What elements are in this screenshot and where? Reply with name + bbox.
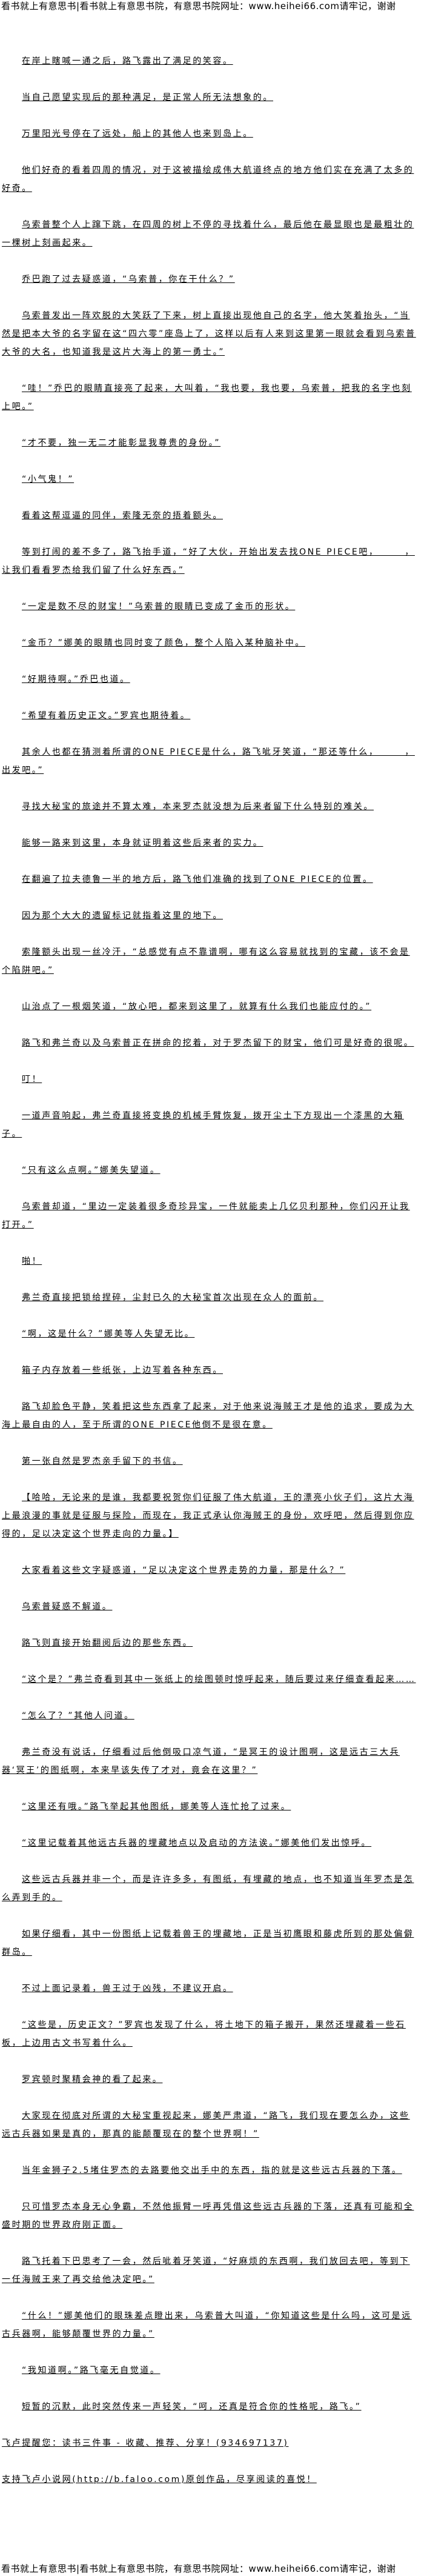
- paragraph: 乔巴跑了过去疑惑道，“乌索普，你在干什么？”: [22, 275, 235, 284]
- paragraph: 等到打闹的差不多了，路飞抬手道，“好了大伙，开始出发去找ONE PIECE吧， …: [2, 547, 415, 575]
- paragraph: 当自己愿望实现后的那种满足，是正常人所无法想象的。: [22, 93, 273, 102]
- paragraph: “小气鬼！”: [22, 475, 75, 484]
- paragraph: 山治点了一根烟笑道，“放心吧，都来到这里了，就算有什么我们也能应付的。”: [22, 1002, 372, 1012]
- paragraph: 弗兰奇直接把锁给捏碎，尘封已久的大秘宝首次出现在众人的面前。: [22, 1293, 323, 1303]
- chapter-content: 在岸上瞎喊一通之后，路飞露出了满足的笑容。当自己愿望实现后的那种满足，是正常人所…: [2, 52, 416, 2507]
- paragraph: 乌索普却道，“里边一定装着很多奇珍异宝，一件就能卖上几亿贝利那种，你们闪开让我打…: [2, 1202, 410, 1230]
- paragraph: 如果仔细看，其中一份图纸上记载着兽王的埋藏地，正是当初鹰眼和藤虎所到的那处偏僻群…: [2, 1929, 414, 1957]
- site-banner-top: 看书就上有意思书|看书就上有意思书院，有意思书院网址：www.heihei66.…: [1, 1, 396, 12]
- paragraph: 大家现在彻底对所谓的大秘宝重视起来，娜美严肃道，“路飞，我们现在要怎么办，这些远…: [2, 2111, 410, 2139]
- paragraph: 第一张自然是罗杰亲手留下的书信。: [22, 1457, 183, 1466]
- paragraph: “这些是，历史正文？”罗宾也发现了什么，将土地下的箱子搬开，果然还埋藏着一些石板…: [2, 2020, 406, 2048]
- paragraph: 不过上面记录着，兽王过于凶残，不建议开启。: [22, 1984, 233, 1994]
- paragraph: “这里还有哦。”路飞举起其他图纸，娜美等人连忙抢了过来。: [22, 1802, 291, 1812]
- paragraph: 路飞托着下巴思考了一会，然后呲着牙笑道，“好麻烦的东西啊，我们放回去吧，等到下一…: [2, 2257, 410, 2284]
- paragraph: “好期待啊。”乔巴也道。: [22, 675, 130, 684]
- paragraph: 叮！: [22, 1075, 42, 1084]
- paragraph: 【哈哈，无论来的是谁，我都要祝贺你们征服了伟大航道，王的漂亮小伙子们，这片大海上…: [2, 1493, 414, 1539]
- paragraph: 看着这帮逗逼的同伴，索隆无奈的捂着额头。: [22, 511, 223, 521]
- paragraph: 在翻遍了拉夫德鲁一半的地方后，路飞他们准确的找到了ONE PIECE的位置。: [22, 875, 373, 884]
- paragraph: 大家看着这些文字疑惑道，“足以决定这个世界走势的力量，那是什么？”: [22, 1566, 346, 1575]
- paragraph: “什么！”娜美他们的眼珠差点瞪出来，乌索普大叫道，“你知道这些是什么吗，这可是远…: [2, 2311, 412, 2339]
- paragraph: 寻找大秘宝的旅途并不算太难，本来罗杰就没想为后来者留下什么特别的难关。: [22, 802, 374, 812]
- paragraph: “怎么了？”其他人问道。: [22, 1711, 134, 1721]
- paragraph: 乌索普发出一阵欢脱的大笑跃了下来，树上直接出现他自己的名字，他大笑着抬头，“当然…: [2, 311, 416, 357]
- paragraph: 万里阳光号停在了远处，船上的其他人也来到岛上。: [22, 129, 253, 139]
- paragraph: 一道声音响起，弗兰奇直接将变换的机械手臂恢复，拨开尘土下方现出一个漆黑的大箱子。: [2, 1111, 404, 1139]
- paragraph: 乌索普疑惑不解道。: [22, 1602, 113, 1612]
- site-banner-bottom: 看书就上有意思书|看书就上有意思书院，有意思书院网址：www.heihei66.…: [1, 2563, 396, 2574]
- paragraph: 乌索普整个人上蹿下跳，在四周的树上不停的寻找着什么，最后他在最显眼也是最粗壮的一…: [2, 220, 414, 248]
- paragraph: 在岸上瞎喊一通之后，路飞露出了满足的笑容。: [22, 56, 233, 66]
- paragraph: 能够一路来到这里，本身就证明着这些后来者的实力。: [22, 838, 263, 848]
- paragraph: “才不要，独一无二才能彰显我尊贵的身份。”: [22, 438, 221, 448]
- reading-reminder: 飞卢提醒您：读书三件事 - 收藏、推荐、分享！(934697137): [2, 2438, 289, 2448]
- paragraph: 短暂的沉默，此时突然传来一声轻笑，“呵，还真是符合你的性格呢，路飞。”: [22, 2402, 362, 2412]
- paragraph: 弗兰奇没有说话，仔细看过后他倒吸口凉气道，“是冥王的设计图啊，这是远古三大兵器‘…: [2, 1747, 400, 1775]
- paragraph: 罗宾顿时聚精会神的看了起来。: [22, 2075, 163, 2084]
- paragraph: “金币？”娜美的眼睛也同时变了颜色，整个人陷入某种脑补中。: [22, 638, 305, 648]
- paragraph: 路飞却脸色平静，笑着把这些东西拿了起来，对于他来说海贼王才是他的追求，要成为大海…: [2, 1402, 414, 1430]
- paragraph: “啊，这是什么？”娜美等人失望无比。: [22, 1329, 195, 1339]
- paragraph: 因为那个大大的遗留标记就指着这里的地下。: [22, 911, 223, 921]
- paragraph: 只可惜罗杰本身无心争霸，不然他振臂一呼再凭借这些远古兵器的下落，还真有可能和全盛…: [2, 2202, 414, 2230]
- support-notice: 支持飞卢小说网(http://b.faloo.com)原创作品，尽享阅读的喜悦！: [2, 2475, 317, 2484]
- paragraph: 其余人也都在猜测着所谓的ONE PIECE是什么，路飞呲牙笑道，“那还等什么， …: [2, 747, 415, 775]
- paragraph: “一定是数不尽的财宝！”乌索普的眼睛已变成了金币的形状。: [22, 602, 296, 612]
- paragraph: 路飞和弗兰奇以及乌索普正在拼命的挖着，对于罗杰留下的财宝，他们可是好奇的很呢。: [22, 1038, 414, 1048]
- paragraph: 他们好奇的看着四周的情况，对于这被描绘成伟大航道终点的地方他们实在充满了太多的好…: [2, 165, 414, 193]
- paragraph: 箱子内存放着一些纸张，上边写着各种东西。: [22, 1366, 223, 1375]
- paragraph: “我知道啊。”路飞毫无自觉道。: [22, 2366, 161, 2375]
- paragraph: “这个是？”弗兰奇看到其中一张纸上的绘图顿时惊呼起来，随后要过来仔细查看起来……: [22, 1675, 416, 1684]
- paragraph: 索隆额头出现一丝冷汗，“总感觉有点不靠谱啊，哪有这么容易就找到的宝藏，该不会是个…: [2, 947, 410, 975]
- paragraph: “这里记载着其他远古兵器的埋藏地点以及启动的方法诶。”娜美他们发出惊呼。: [22, 1838, 372, 1848]
- paragraph: 路飞则直接开始翻阅后边的那些东西。: [22, 1638, 193, 1648]
- paragraph: “只有这么点啊。”娜美失望道。: [22, 1166, 161, 1175]
- paragraph: 啪！: [22, 1256, 42, 1266]
- paragraph: “哇！”乔巴的眼睛直接亮了起来，大叫着，“我也要，我也要，乌索普，把我的名字也刻…: [2, 384, 412, 412]
- paragraph: 这些远古兵器并非一个，而是许许多多，有图纸，有埋藏的地点，也不知道当年罗杰是怎么…: [2, 1875, 414, 1903]
- paragraph: “希望有着历史正文。”罗宾也期待着。: [22, 711, 191, 721]
- paragraph: 当年金狮子2.5堵住罗杰的去路要他交出手中的东西，指的就是这些远古兵器的下落。: [22, 2166, 402, 2175]
